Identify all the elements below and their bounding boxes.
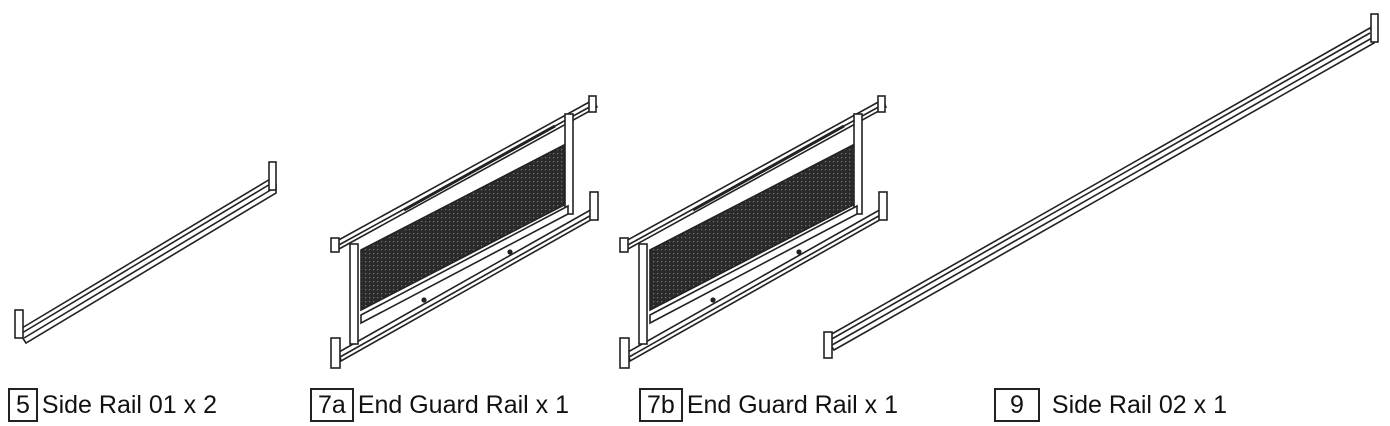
- part-label-9: 9 Side Rail 02 x 1: [994, 388, 1227, 422]
- end-guard-rail-7a-drawing: [330, 95, 599, 369]
- part-name: End Guard Rail x 1: [357, 390, 570, 419]
- part-number-box: 9: [994, 388, 1040, 422]
- part-label-7a: 7a End Guard Rail x 1: [310, 388, 569, 422]
- side-rail-01-drawing: [14, 161, 277, 345]
- part-number-box: 7a: [310, 388, 354, 422]
- part-name: Side Rail 02 x 1: [1051, 390, 1228, 419]
- part-number-box: 5: [8, 388, 38, 422]
- part-number-box: 7b: [639, 388, 683, 422]
- part-name: Side Rail 01 x 2: [41, 390, 218, 419]
- part-name: End Guard Rail x 1: [686, 390, 899, 419]
- side-rail-02-drawing: [823, 13, 1379, 359]
- part-label-5: 5 Side Rail 01 x 2: [8, 388, 217, 422]
- part-label-7b: 7b End Guard Rail x 1: [639, 388, 898, 422]
- end-guard-rail-7b-drawing: [619, 95, 888, 369]
